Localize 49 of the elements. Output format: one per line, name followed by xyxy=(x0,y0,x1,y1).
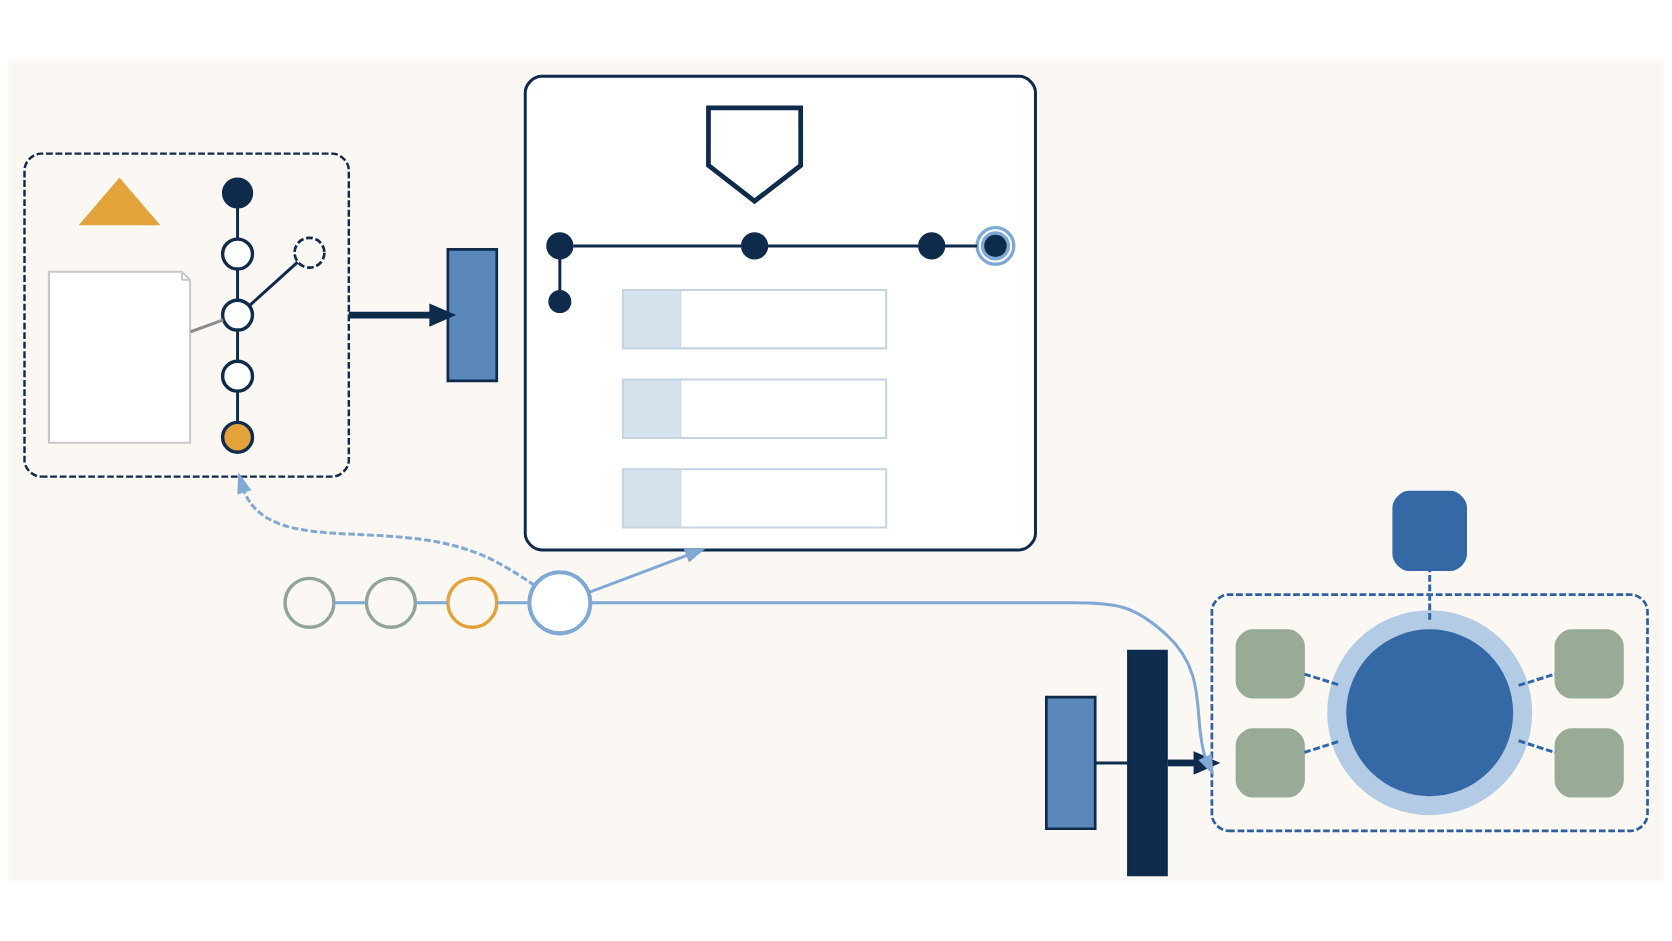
node-circle xyxy=(446,576,499,629)
connector xyxy=(334,601,367,605)
connector xyxy=(248,261,299,307)
node-box xyxy=(1554,728,1624,798)
arrow xyxy=(588,548,706,594)
node-shield xyxy=(706,105,804,205)
connector xyxy=(1518,739,1556,754)
connector xyxy=(1518,672,1556,687)
node-circle xyxy=(918,232,946,260)
connector xyxy=(558,258,562,291)
connector xyxy=(944,244,978,248)
arrow xyxy=(348,303,457,327)
connector xyxy=(236,391,240,422)
connector xyxy=(1095,761,1128,765)
node-circle xyxy=(293,236,326,269)
node-box xyxy=(1045,695,1097,831)
node-circle xyxy=(975,225,1016,266)
connector xyxy=(767,244,919,248)
node-circle xyxy=(221,177,254,209)
node-circle xyxy=(220,298,255,332)
node-circle xyxy=(1327,610,1533,816)
node-box xyxy=(1235,629,1305,699)
node-circle xyxy=(283,576,336,629)
node-circle xyxy=(220,420,255,454)
node-box xyxy=(1554,629,1624,699)
node-circle xyxy=(220,359,255,393)
connector xyxy=(496,601,530,605)
node-bar xyxy=(1127,649,1168,877)
node-circle xyxy=(527,570,593,636)
cluster xyxy=(1210,593,1649,833)
node-circle xyxy=(220,237,255,271)
node-circle xyxy=(364,576,417,629)
connector xyxy=(236,208,240,239)
node-circle xyxy=(546,232,574,260)
arrow xyxy=(590,601,1214,776)
node-triangle xyxy=(78,177,161,226)
connector xyxy=(236,269,240,300)
arrow xyxy=(237,472,536,587)
node-box xyxy=(1392,490,1467,571)
connector xyxy=(1428,570,1432,620)
cluster xyxy=(523,74,1037,552)
node-box xyxy=(446,247,499,383)
connector xyxy=(190,318,224,334)
node-circle xyxy=(741,232,769,260)
connector xyxy=(236,330,240,361)
node-circle xyxy=(548,290,572,314)
connector xyxy=(415,601,448,605)
node-box xyxy=(1235,728,1305,798)
connector xyxy=(573,244,742,248)
